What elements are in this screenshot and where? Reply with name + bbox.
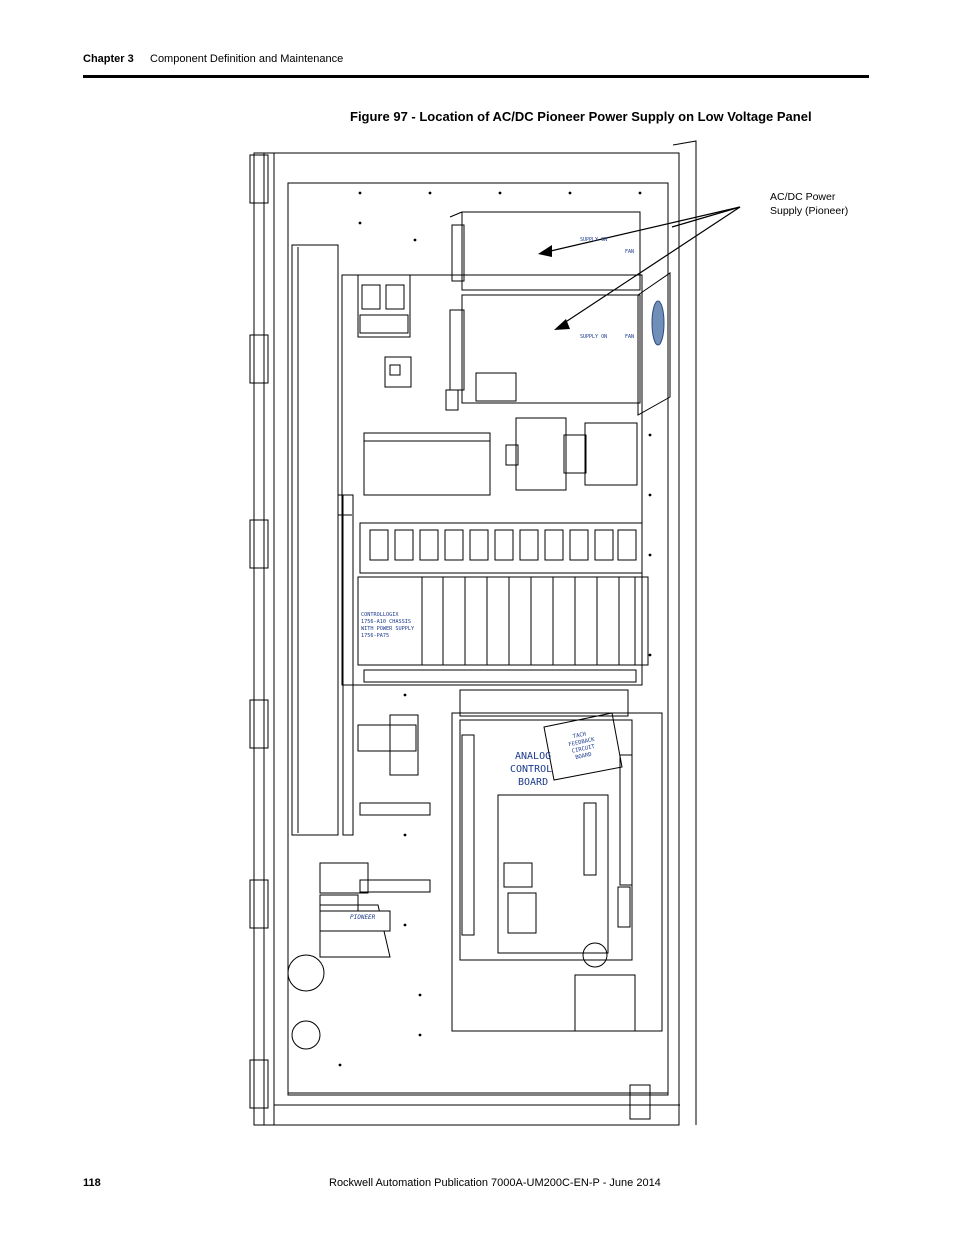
capacitor bbox=[582, 942, 608, 968]
psu-label-upper: SUPPLY ON bbox=[580, 237, 607, 243]
page-number: 118 bbox=[83, 1177, 101, 1189]
psu-fan-upper: FAN bbox=[625, 249, 634, 255]
analog-control-board-plate bbox=[451, 712, 663, 1032]
header-rule bbox=[83, 75, 869, 78]
din-rail-1 bbox=[359, 802, 431, 816]
panel-drawing: SUPPLY ON FAN SUPPLY ON FAN CONTROLLOGIX… bbox=[249, 140, 741, 1126]
upper-mounting-plate bbox=[341, 274, 643, 686]
psu-fan-lower: FAN bbox=[625, 334, 634, 340]
terminal-block-group bbox=[357, 274, 411, 338]
back-panel bbox=[287, 182, 669, 1094]
relay-row bbox=[359, 522, 643, 574]
breaker bbox=[389, 714, 419, 776]
psu-label-lower: SUPPLY ON bbox=[580, 334, 607, 340]
enclosure-frame bbox=[253, 152, 680, 1126]
chapter-label: Chapter 3 bbox=[83, 53, 134, 65]
tach-feedback-board bbox=[543, 712, 623, 781]
callout-label: AC/DC Power Supply (Pioneer) bbox=[770, 190, 848, 218]
pioneer-logo-text: PIONEER bbox=[350, 914, 376, 921]
arrowhead-upper bbox=[538, 245, 552, 257]
plc-line-3: WITH POWER SUPPLY bbox=[361, 626, 415, 632]
callout-line-2: Supply (Pioneer) bbox=[770, 205, 849, 217]
tach-board-line-1: TACH bbox=[572, 732, 586, 741]
figure-caption: Figure 97 - Location of AC/DC Pioneer Po… bbox=[350, 109, 812, 124]
pcb-subboard bbox=[497, 794, 609, 954]
publication-line: Rockwell Automation Publication 7000A-UM… bbox=[329, 1177, 661, 1189]
hinges bbox=[249, 154, 269, 1109]
plc-line-2: 1756-A10 CHASSIS bbox=[361, 619, 411, 625]
tach-board-line-3: CIRCUIT bbox=[571, 744, 596, 755]
pioneer-psu-lower bbox=[445, 294, 641, 411]
callout-arrows bbox=[541, 206, 741, 328]
analog-board-line-1: ANALOG bbox=[515, 751, 551, 762]
analog-board-line-2: CONTROL bbox=[510, 764, 552, 775]
plc-line-1: CONTROLLOGIX bbox=[361, 612, 399, 618]
tach-board-line-4: BOARD bbox=[575, 752, 592, 761]
pioneer-small-psu bbox=[319, 904, 391, 958]
din-enclosure bbox=[363, 432, 491, 496]
controllogix-chassis bbox=[357, 576, 649, 666]
pioneer-psu-upper bbox=[449, 211, 641, 291]
callout-line-1: AC/DC Power bbox=[770, 191, 836, 203]
relay-units bbox=[369, 529, 637, 561]
section-title: Component Definition and Maintenance bbox=[150, 53, 344, 65]
tach-board-line-2: FEEDBACK bbox=[568, 737, 596, 749]
relay-module bbox=[584, 422, 638, 486]
analog-board-line-3: BOARD bbox=[518, 777, 548, 788]
plc-line-4: 1756-PA75 bbox=[361, 633, 389, 639]
door-edge bbox=[672, 140, 697, 1125]
psu-side-plate bbox=[637, 272, 671, 416]
arrowhead-lower bbox=[554, 319, 570, 330]
mounting-holes bbox=[338, 191, 652, 1067]
pioneer-logo-icon bbox=[651, 300, 665, 346]
din-rail-2 bbox=[359, 879, 431, 893]
transformer bbox=[515, 417, 567, 491]
wire-duct bbox=[291, 244, 339, 836]
